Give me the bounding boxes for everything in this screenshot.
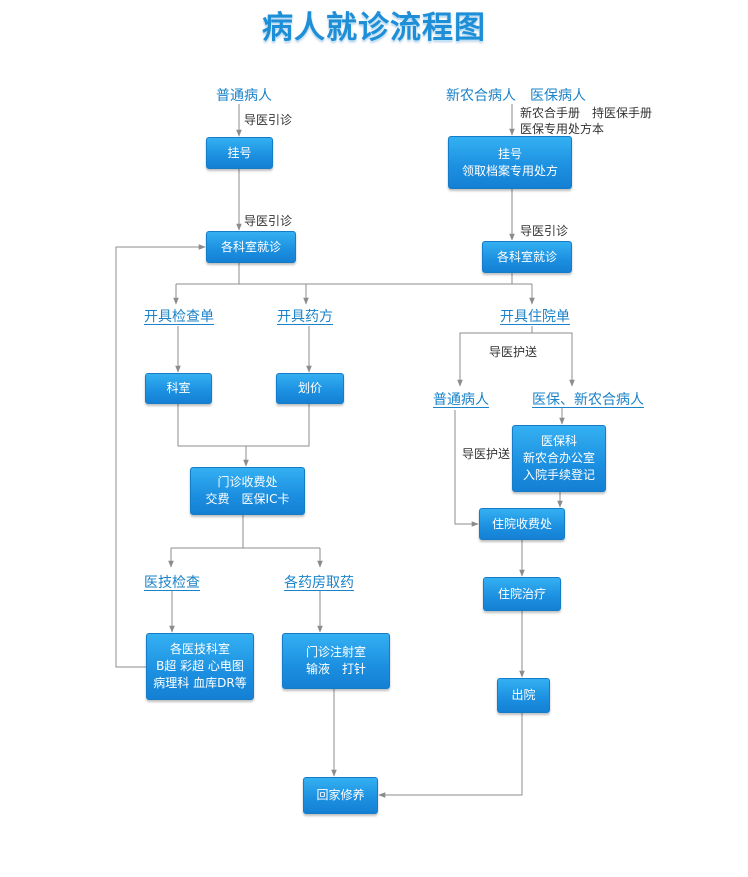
open-rx-label: 开具药方 bbox=[277, 309, 333, 325]
arrow-discharge-to-home bbox=[378, 713, 523, 798]
arrow-ordinary-to-cashier bbox=[454, 410, 479, 527]
insured-patient-label: 新农合病人 医保病人 bbox=[446, 88, 586, 104]
outpatient-cashier-line-2: 交费 医保IC卡 bbox=[205, 492, 290, 506]
register-box-right: 挂号 领取档案专用处方 bbox=[448, 136, 572, 189]
documents-note-2: 医保专用处方本 bbox=[520, 122, 605, 136]
guide-note-3: 导医引诊 bbox=[520, 224, 569, 238]
escort-note-2: 导医护送 bbox=[462, 447, 511, 461]
inpatient-insured-label: 医保、新农合病人 bbox=[532, 392, 644, 408]
inpatient-cashier-line: 住院收费处 bbox=[491, 516, 552, 531]
keshi-box: 科室 bbox=[145, 373, 212, 404]
inpatient-treatment-box: 住院治疗 bbox=[483, 577, 561, 611]
inpatient-treatment-line: 住院治疗 bbox=[497, 586, 546, 601]
open-exam-label: 开具检查单 bbox=[144, 309, 214, 325]
injection-room-line-1: 门诊注射室 bbox=[305, 645, 366, 659]
insurance-office-box: 医保科 新农合办公室 入院手续登记 bbox=[512, 425, 606, 492]
dept-visit-box-right-line: 各科室就诊 bbox=[496, 249, 557, 264]
medtech-depts-line-2: B超 彩超 心电图 bbox=[156, 659, 244, 673]
pricing-box-line: 划价 bbox=[297, 381, 322, 395]
home-recovery-box: 回家修养 bbox=[303, 777, 378, 814]
medtech-depts-line-1: 各医技科室 bbox=[169, 642, 230, 656]
line-merge-to-cashier bbox=[177, 404, 310, 447]
documents-note-1: 新农合手册 持医保手册 bbox=[520, 106, 653, 120]
discharge-line: 出院 bbox=[511, 688, 536, 702]
inpatient-cashier-box: 住院收费处 bbox=[479, 508, 565, 540]
dept-visit-box-left: 各科室就诊 bbox=[206, 231, 296, 263]
insurance-office-line-3: 入院手续登记 bbox=[522, 468, 595, 482]
register-box-left-line: 挂号 bbox=[227, 145, 252, 160]
register-box-right-line-1: 挂号 bbox=[497, 146, 522, 161]
inpatient-ordinary-label: 普通病人 bbox=[433, 392, 489, 408]
home-recovery-line: 回家修养 bbox=[316, 788, 365, 802]
register-box-right-line-2: 领取档案专用处方 bbox=[461, 163, 558, 178]
pricing-box: 划价 bbox=[276, 373, 344, 404]
ordinary-patient-label: 普通病人 bbox=[216, 88, 272, 104]
guide-note-1: 导医引诊 bbox=[244, 113, 293, 127]
dept-visit-box-right: 各科室就诊 bbox=[482, 241, 572, 273]
insurance-office-line-1: 医保科 bbox=[540, 434, 577, 448]
keshi-box-line: 科室 bbox=[166, 381, 191, 395]
register-box-left: 挂号 bbox=[206, 137, 273, 169]
insurance-office-line-2: 新农合办公室 bbox=[522, 451, 595, 465]
open-admission-label: 开具住院单 bbox=[500, 309, 570, 325]
medtech-exam-label: 医技检查 bbox=[144, 575, 200, 591]
medtech-depts-line-3: 病理科 血库DR等 bbox=[153, 676, 247, 690]
escort-note-1: 导医护送 bbox=[489, 345, 538, 359]
outpatient-cashier-box: 门诊收费处 交费 医保IC卡 bbox=[190, 467, 305, 515]
pharmacy-label: 各药房取药 bbox=[284, 575, 354, 591]
outpatient-cashier-line-1: 门诊收费处 bbox=[217, 475, 278, 489]
injection-room-line-2: 输液 打针 bbox=[305, 662, 366, 676]
line-admission-split bbox=[459, 332, 573, 385]
medtech-depts-box: 各医技科室 B超 彩超 心电图 病理科 血库DR等 bbox=[146, 633, 254, 700]
guide-note-2: 导医引诊 bbox=[244, 214, 293, 228]
dept-visit-box-left-line: 各科室就诊 bbox=[220, 239, 281, 254]
injection-room-box: 门诊注射室 输液 打针 bbox=[282, 633, 390, 689]
line-feedback-loop bbox=[115, 244, 206, 668]
discharge-box: 出院 bbox=[497, 678, 550, 713]
page-title: 病人就诊流程图 bbox=[262, 10, 486, 46]
